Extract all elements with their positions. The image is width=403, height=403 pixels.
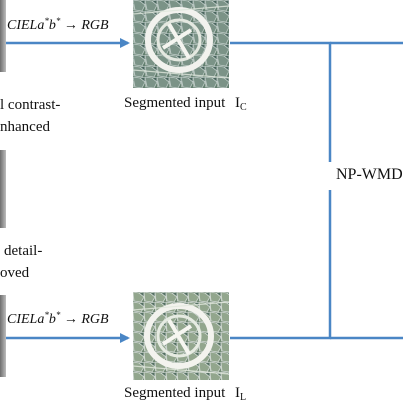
- left-caption-line-2: nhanced: [0, 119, 50, 135]
- left-caption-line-4: oved: [0, 265, 30, 281]
- color-space-target: RGB: [81, 18, 109, 33]
- input-image-strip-top: [0, 0, 6, 72]
- segmented-image-top: [133, 0, 229, 88]
- segmented-caption-subscript: C: [240, 102, 247, 113]
- connector-bottom-to-fusion: [230, 190, 332, 340]
- segmented-caption-symbol: I: [235, 385, 240, 401]
- segmented-caption-subscript: L: [240, 392, 247, 403]
- arrow-symbol: →: [63, 18, 78, 33]
- color-space-target: RGB: [81, 312, 109, 327]
- segmented-caption-text: Segmented input: [124, 385, 226, 401]
- segmented-image-bottom: [133, 292, 229, 380]
- arrow-symbol: →: [63, 312, 78, 327]
- segmented-caption-text: Segmented input: [124, 95, 226, 111]
- segmented-caption-bottom: Segmented input IL: [124, 384, 247, 403]
- segmented-caption-symbol: I: [235, 95, 240, 111]
- segmented-caption-top: Segmented input IC: [124, 94, 247, 113]
- conversion-label-bottom: CIELa*b* → RGB: [7, 310, 109, 328]
- left-caption-line-1: l contrast-: [0, 97, 61, 113]
- color-space-name: CIELa: [7, 312, 45, 327]
- input-image-strip-middle: [0, 150, 6, 228]
- fusion-method-label: NP-WMD: [336, 166, 403, 183]
- color-space-name: CIELa: [7, 18, 45, 33]
- conversion-label-top: CIELa*b* → RGB: [7, 16, 109, 34]
- input-image-strip-bottom: [0, 295, 6, 377]
- left-caption-line-3: detail-: [4, 243, 43, 259]
